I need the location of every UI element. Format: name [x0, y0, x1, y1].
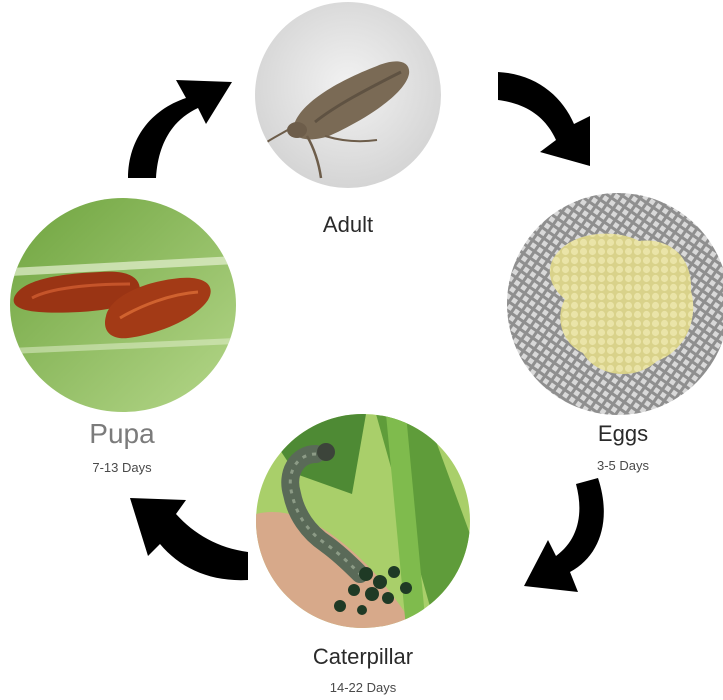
curved-arrow-icon — [524, 478, 604, 592]
curved-arrow-icon — [130, 498, 248, 580]
adult-photo — [255, 2, 441, 188]
caterpillar-label: Caterpillar — [285, 644, 441, 670]
eggs-photo — [507, 193, 723, 415]
pupa-duration: 7-13 Days — [72, 460, 172, 475]
adult-label: Adult — [300, 212, 396, 238]
curved-arrow-icon — [128, 80, 232, 178]
curved-arrow-icon — [498, 72, 590, 166]
caterpillar-duration: 14-22 Days — [313, 680, 413, 695]
pupa-label: Pupa — [74, 418, 170, 450]
eggs-label: Eggs — [573, 421, 673, 447]
caterpillar-photo — [256, 414, 470, 628]
pupa-photo — [10, 198, 236, 412]
eggs-duration: 3-5 Days — [573, 458, 673, 473]
